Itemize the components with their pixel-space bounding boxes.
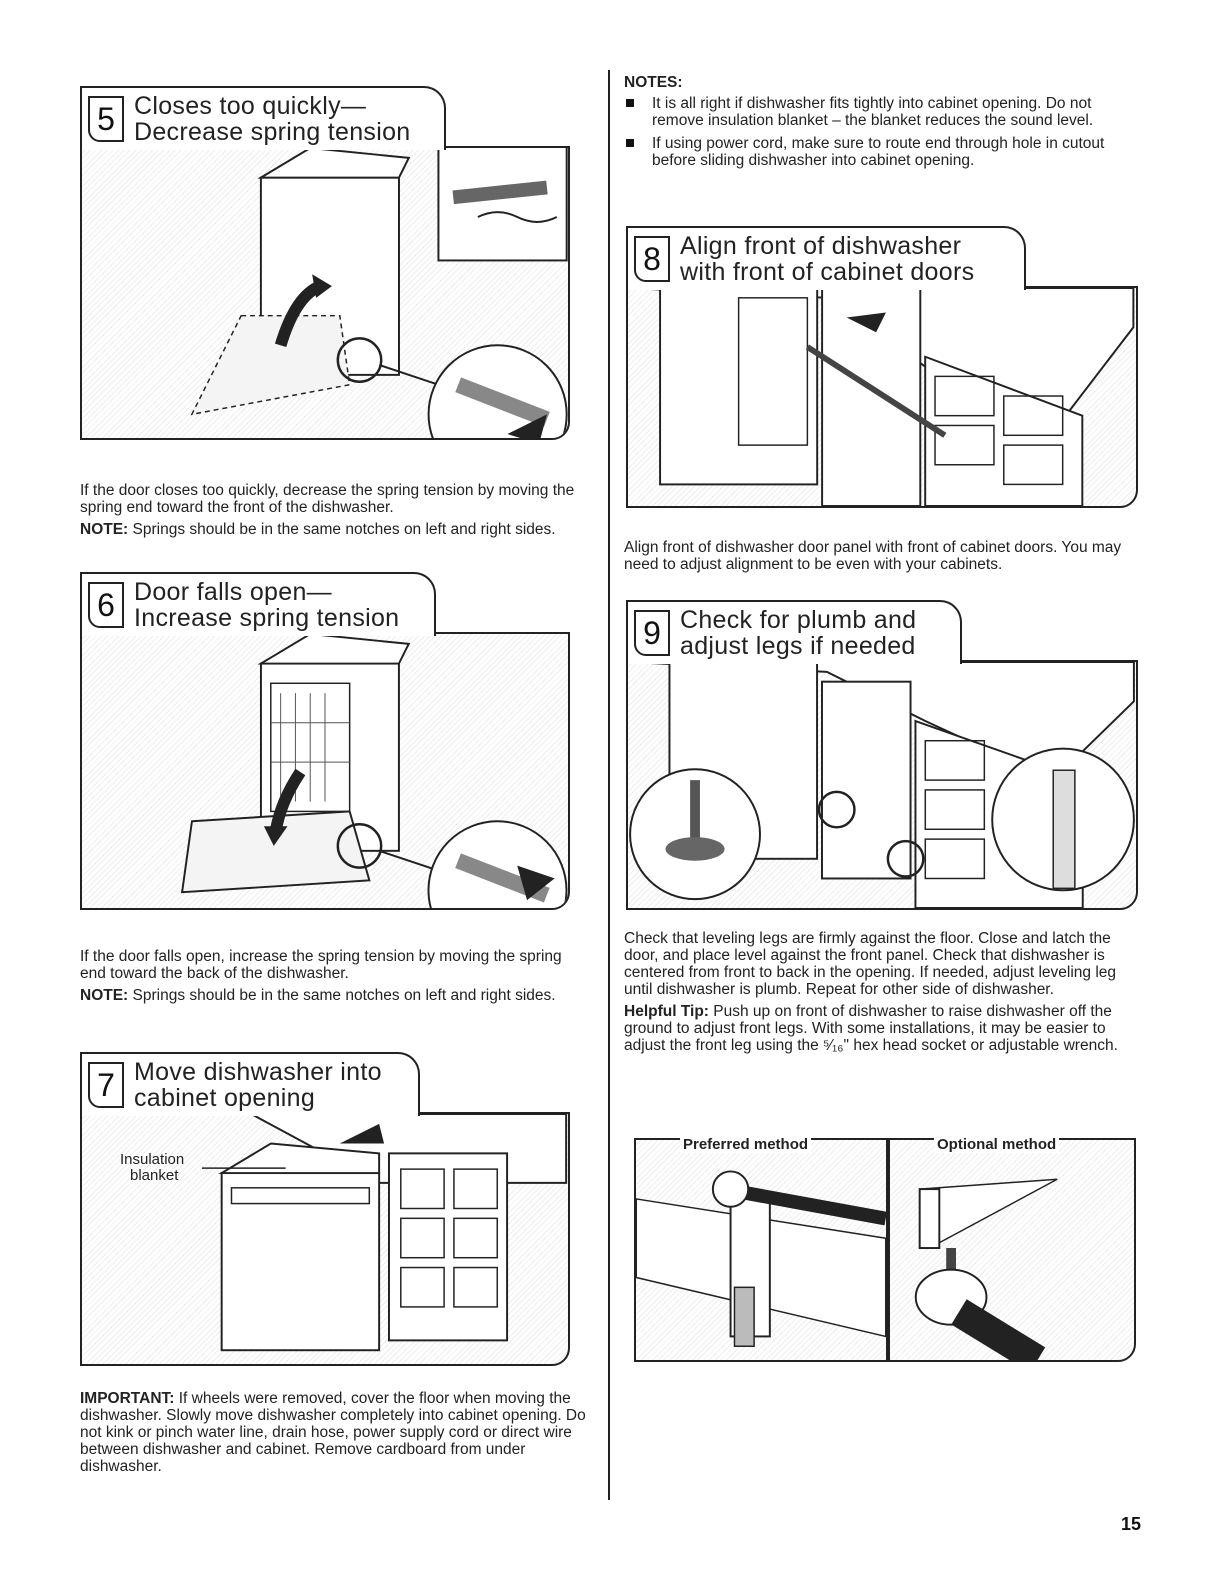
step-5-header: 5 Closes too quickly— Decrease spring te… xyxy=(80,86,446,150)
step-7-header: 7 Move dishwasher into cabinet opening xyxy=(80,1052,420,1116)
step-number: 8 xyxy=(634,236,670,282)
plumb-legs-illustration xyxy=(629,662,1135,908)
step-number: 9 xyxy=(634,610,670,656)
step-6-text: If the door falls open, increase the spr… xyxy=(80,948,562,1004)
step-5-illustration xyxy=(80,146,570,440)
methods-panel: Preferred method Optional method xyxy=(634,1136,1136,1366)
step-8-illustration xyxy=(626,286,1138,508)
step-6-panel: 6 Door falls open— Increase spring tensi… xyxy=(80,572,580,952)
insulation-blanket-callout: Insulation blanket xyxy=(120,1151,185,1184)
step-title: Align front of dishwasher with front of … xyxy=(680,232,975,286)
dishwasher-open-door-illustration xyxy=(180,634,568,908)
step-9-illustration xyxy=(626,660,1138,910)
optional-method-label: Optional method xyxy=(934,1136,1060,1153)
hex-socket-illustration xyxy=(636,1170,886,1347)
dishwasher-cabinet-illustration xyxy=(201,1114,568,1352)
align-front-illustration xyxy=(630,288,1135,506)
step-9-header: 9 Check for plumb and adjust legs if nee… xyxy=(626,600,962,664)
page-number: 15 xyxy=(1120,1514,1141,1534)
step-7-text: IMPORTANT: If wheels were removed, cover… xyxy=(80,1390,586,1475)
preferred-method-label: Preferred method xyxy=(680,1136,812,1153)
step-8-panel: 8 Align front of dishwasher with front o… xyxy=(626,226,1142,516)
note-item: If using power cord, make sure to route … xyxy=(624,135,1144,169)
step-number: 6 xyxy=(88,582,124,628)
step-number: 7 xyxy=(88,1062,124,1108)
adjustable-wrench-illustration xyxy=(914,1178,1058,1360)
step-5-text: If the door closes too quickly, decrease… xyxy=(80,482,575,538)
step-8-text: Align front of dishwasher door panel wit… xyxy=(624,539,1122,573)
column-divider xyxy=(608,70,610,1500)
optional-method-illustration xyxy=(888,1138,1136,1362)
step-9-text: Check that leveling legs are firmly agai… xyxy=(624,930,1118,1054)
step-title: Closes too quickly— Decrease spring tens… xyxy=(134,92,411,146)
step-5-panel: 5 Closes too quickly— Decrease spring te… xyxy=(80,86,580,466)
step-7-panel: 7 Move dishwasher into cabinet opening I… xyxy=(80,1052,580,1370)
step-7-illustration xyxy=(80,1112,570,1366)
step-title: Door falls open— Increase spring tension xyxy=(134,578,400,632)
note-item: It is all right if dishwasher fits tight… xyxy=(624,95,1144,129)
step-6-illustration xyxy=(80,632,570,910)
step-8-header: 8 Align front of dishwasher with front o… xyxy=(626,226,1026,290)
step-title: Move dishwasher into cabinet opening xyxy=(134,1058,382,1112)
step-9-panel: 9 Check for plumb and adjust legs if nee… xyxy=(626,600,1142,914)
step-6-header: 6 Door falls open— Increase spring tensi… xyxy=(80,572,436,636)
step-number: 5 xyxy=(88,96,124,142)
step-title: Check for plumb and adjust legs if neede… xyxy=(680,606,917,660)
notes-section: NOTES: It is all right if dishwasher fit… xyxy=(624,74,1144,175)
preferred-method-illustration xyxy=(634,1138,888,1362)
dishwasher-spring-illustration xyxy=(190,148,568,438)
